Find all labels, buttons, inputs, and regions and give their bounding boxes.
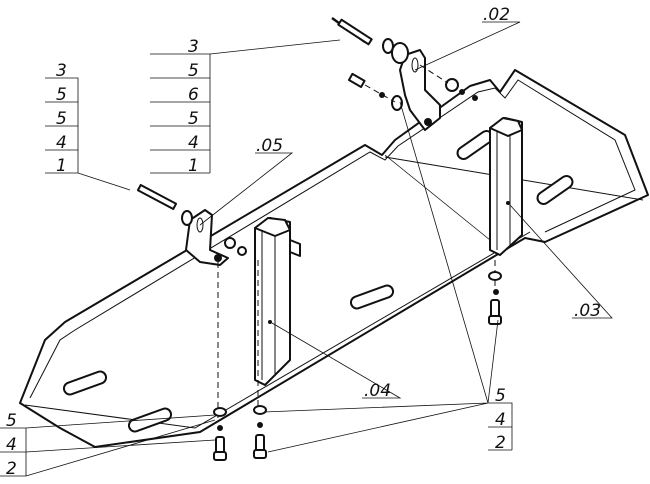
callout-item: 1 <box>56 156 67 176</box>
callout-item: 6 <box>188 85 199 105</box>
callout-part-03: .03 <box>384 154 613 321</box>
callout-part-02: .02 <box>414 5 521 71</box>
callout-item: 5 <box>6 411 17 431</box>
bracket-05 <box>185 209 247 266</box>
callout-item: 2 <box>495 433 506 453</box>
post-04 <box>254 217 301 386</box>
callout-item: 5 <box>56 85 67 105</box>
svg-text:.02: .02 <box>483 5 510 25</box>
callout-item: 4 <box>188 133 199 153</box>
callout-item: 5 <box>56 109 67 129</box>
callout-top-stack: 3 5 6 5 4 1 <box>150 37 341 176</box>
bracket-02 <box>399 49 478 131</box>
callout-item: 3 <box>56 61 67 81</box>
svg-text:.04: .04 <box>364 381 391 401</box>
callout-part-04: .04 <box>271 322 402 401</box>
callout-part-05: .05 <box>199 136 294 226</box>
svg-text:.05: .05 <box>256 136 283 156</box>
callout-left-stack: 3 5 5 4 1 <box>45 61 131 191</box>
callout-item: 1 <box>188 156 199 176</box>
callout-item: 3 <box>188 37 199 57</box>
post-03 <box>489 117 523 256</box>
svg-text:.03: .03 <box>574 301 601 321</box>
callout-item: 5 <box>495 386 506 406</box>
callout-item: 4 <box>56 133 67 153</box>
callout-item: 5 <box>188 109 199 129</box>
callout-item: 4 <box>6 435 17 455</box>
callout-item: 2 <box>6 459 17 479</box>
callout-item: 4 <box>495 410 506 430</box>
callout-right-stack: 5 4 2 <box>263 101 513 453</box>
callout-bottom-left-stack: 5 4 2 <box>0 411 216 479</box>
skid-plate <box>19 69 649 448</box>
callout-item: 5 <box>188 61 199 81</box>
fasteners <box>136 17 502 461</box>
